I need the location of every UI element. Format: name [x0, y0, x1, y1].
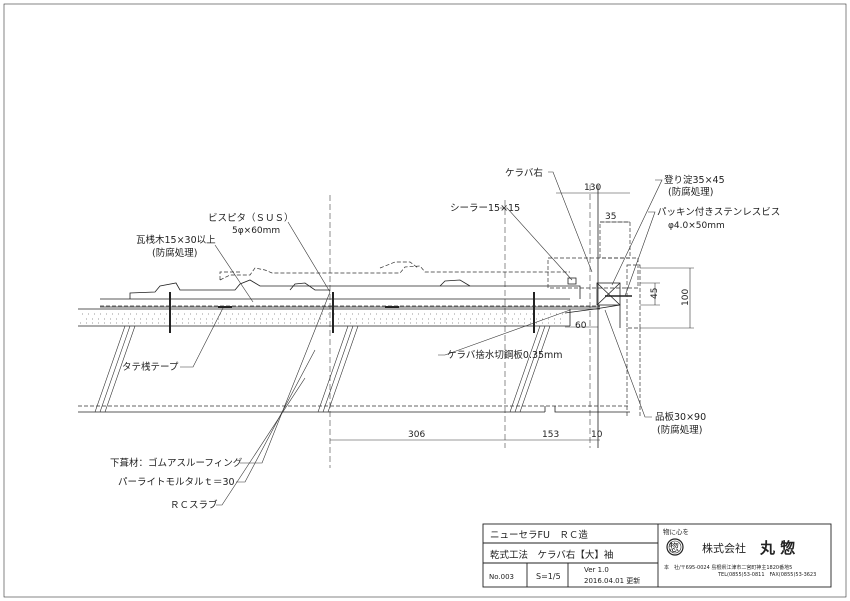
label-kawara-batten: 瓦桟木15×30以上 [136, 234, 216, 246]
company-address: 本 社/〒695-0024 島根県江津市二宮町神主1820番地5 [664, 564, 792, 571]
product-name: ニューセラFU ＲＣ造 [490, 529, 588, 541]
label-keraba-flashing: ケラバ捨水切鋼板0.35mm [447, 349, 563, 361]
dim-306: 306 [408, 430, 425, 440]
label-bisupita-size: 5φ×60mm [232, 226, 280, 236]
label-nobori-yodo-note: (防腐処理) [668, 186, 713, 198]
dim-45: 45 [650, 288, 660, 299]
label-packing-screw: パッキン付きステンレスビス [657, 207, 780, 218]
logo-char: 惣 [669, 541, 679, 554]
dimensions: 130 35 45 100 60 306 153 10 [330, 183, 694, 441]
company-name: 丸 惣 [759, 539, 795, 557]
label-keraba-right: ケラバ右 [505, 167, 543, 179]
sheet-border [3, 3, 847, 598]
company-phone: TEL(0855)53-0811 FAX(0855)53-3623 [717, 572, 816, 578]
label-shinaita: 品板30×90 [655, 411, 706, 423]
label-packing-screw-size: φ4.0×50mm [668, 221, 725, 231]
callout-labels: ケラバ右 登り淀35×45 (防腐処理) パッキン付きステンレスビス φ4.0×… [110, 167, 780, 511]
label-underlay: 下葺材：ゴムアスルーフィング [110, 457, 243, 469]
dim-60: 60 [575, 321, 587, 331]
label-tate-tape: タテ桟テープ [122, 361, 179, 373]
center-lines [329, 185, 599, 468]
drawing-scale: S=1/5 [536, 572, 561, 581]
roof-tiles [100, 261, 600, 333]
dim-130: 130 [584, 183, 601, 193]
label-rc-slab: ＲＣスラブ [170, 499, 218, 511]
dim-100: 100 [681, 289, 691, 306]
label-bisupita: ビスピタ（ＳＵＳ） [208, 212, 294, 224]
label-mortar: パーライトモルタルｔ＝30 [118, 477, 235, 488]
company-slogan: 物に心を [663, 527, 689, 536]
verge-assembly [547, 221, 641, 418]
company-logo: 惣 [666, 538, 684, 556]
label-sealer: シーラー15×15 [450, 203, 520, 214]
leader-lines [180, 171, 663, 506]
label-kawara-batten-note: (防腐処理) [152, 247, 197, 259]
drawing-number: No.003 [489, 573, 514, 581]
version: Ver 1.0 [584, 566, 609, 574]
dim-153: 153 [542, 430, 559, 440]
label-nobori-yodo: 登り淀35×45 [664, 174, 725, 186]
rc-slab [78, 308, 630, 413]
dim-10: 10 [591, 430, 603, 440]
company-name-prefix: 株式会社 [702, 541, 746, 555]
label-shinaita-note: (防腐処理) [657, 424, 702, 436]
title-block: ニューセラFU ＲＣ造 乾式工法 ケラバ右【大】袖 No.003 S=1/5 V… [482, 523, 832, 588]
updated-date: 2016.04.01 更新 [584, 576, 640, 585]
detail-name: 乾式工法 ケラバ右【大】袖 [490, 549, 613, 561]
dim-35: 35 [605, 212, 616, 222]
